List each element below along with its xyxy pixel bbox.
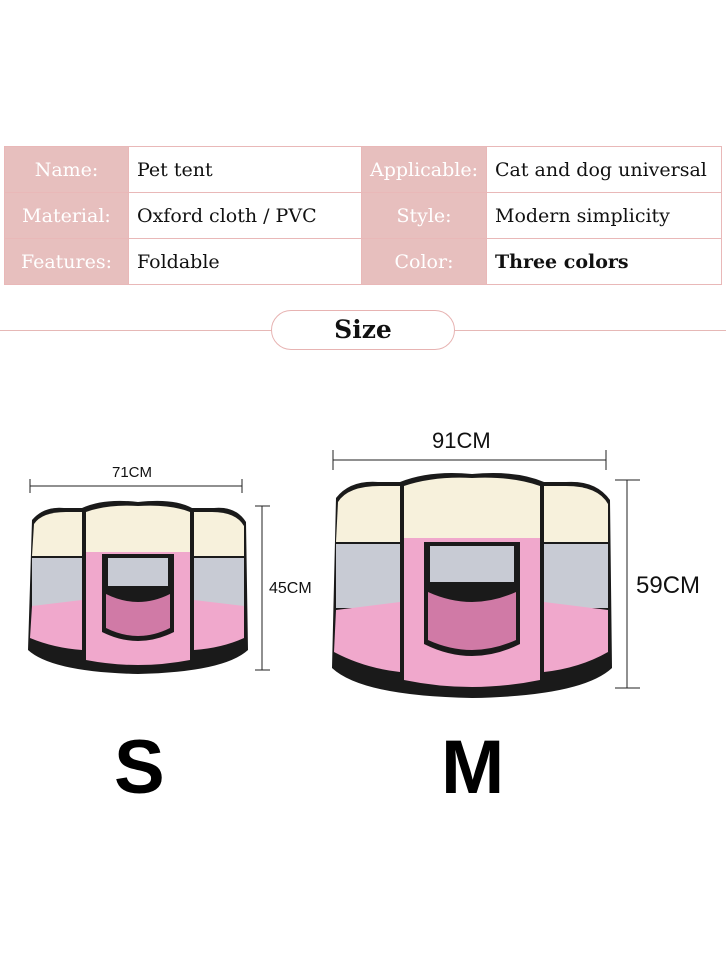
color-value: Three colors: [486, 238, 722, 285]
spec-row: Name: Pet tent Applicable: Cat and dog u…: [4, 146, 722, 193]
material-value: Oxford cloth / PVC: [128, 192, 362, 239]
features-value: Foldable: [128, 238, 362, 285]
small-width-label: 71CM: [112, 464, 153, 481]
medium-tent-image: [332, 473, 612, 698]
size-heading: Size: [271, 310, 455, 350]
style-label: Style:: [361, 192, 487, 239]
divider-right: [453, 330, 726, 331]
features-label: Features:: [4, 238, 129, 285]
size-m-label: M: [441, 725, 505, 810]
spec-row: Features: Foldable Color: Three colors: [4, 238, 722, 285]
small-tent-image: [28, 500, 248, 674]
small-height-label: 45CM: [269, 580, 312, 597]
medium-height-label: 59CM: [636, 572, 701, 599]
name-label: Name:: [4, 146, 129, 193]
color-label: Color:: [361, 238, 487, 285]
size-s-label: S: [114, 725, 165, 810]
style-value: Modern simplicity: [486, 192, 722, 239]
material-label: Material:: [4, 192, 129, 239]
spec-table: Name: Pet tent Applicable: Cat and dog u…: [4, 146, 722, 285]
spec-row: Material: Oxford cloth / PVC Style: Mode…: [4, 192, 722, 239]
applicable-value: Cat and dog universal: [486, 146, 722, 193]
medium-width-label: 91CM: [432, 428, 491, 453]
divider-left: [0, 330, 272, 331]
